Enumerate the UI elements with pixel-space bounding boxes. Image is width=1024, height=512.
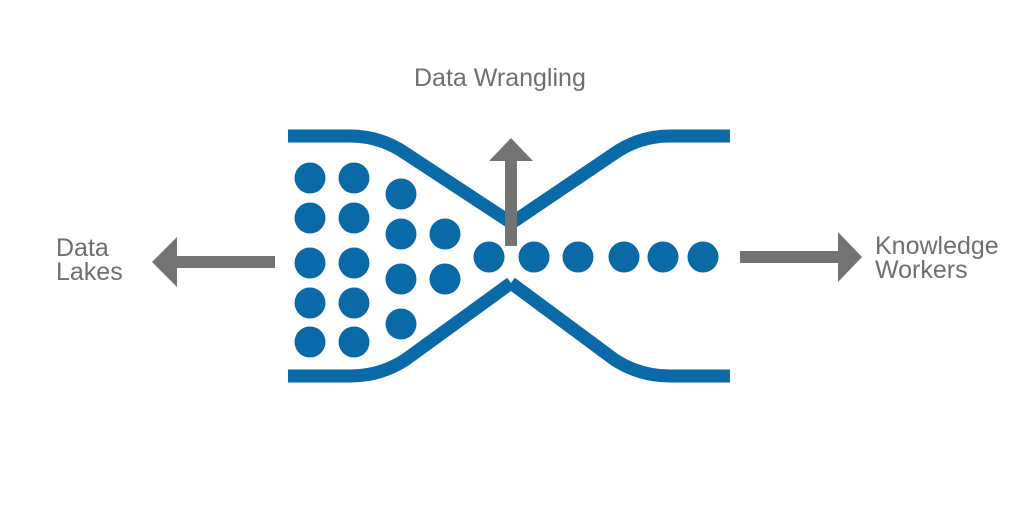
pipe-top-right bbox=[509, 129, 730, 228]
arrow-left-icon bbox=[152, 237, 275, 287]
stream-dot bbox=[562, 241, 594, 273]
data-dot bbox=[338, 287, 370, 319]
data-dot bbox=[338, 202, 370, 234]
label-data-wrangling: Data Wrangling bbox=[414, 64, 586, 92]
arrows bbox=[152, 138, 862, 287]
data-dot bbox=[385, 308, 417, 340]
data-dot bbox=[294, 287, 326, 319]
pipe-bottom-left bbox=[288, 277, 515, 383]
data-dot bbox=[294, 162, 326, 194]
data-dot bbox=[385, 178, 417, 210]
arrow-right-icon bbox=[740, 232, 862, 282]
data-dot bbox=[338, 247, 370, 279]
label-data-lakes: Data Lakes bbox=[56, 234, 123, 286]
data-dot bbox=[338, 162, 370, 194]
stream-dot bbox=[687, 241, 719, 273]
data-dot bbox=[294, 247, 326, 279]
pipe-bottom-right bbox=[507, 277, 730, 383]
data-dot bbox=[294, 202, 326, 234]
label-knowledge-workers: Knowledge Workers bbox=[875, 232, 999, 284]
pipe-top-left bbox=[288, 129, 514, 228]
data-dot bbox=[385, 218, 417, 250]
bottleneck-pipe bbox=[288, 129, 730, 383]
data-dots bbox=[294, 162, 719, 358]
data-dot bbox=[294, 326, 326, 358]
stream-dot bbox=[647, 241, 679, 273]
stream-dot bbox=[518, 241, 550, 273]
data-dot bbox=[338, 326, 370, 358]
stream-dot bbox=[473, 241, 505, 273]
data-dot bbox=[429, 263, 461, 295]
data-dot bbox=[385, 263, 417, 295]
data-dot bbox=[429, 218, 461, 250]
stream-dot bbox=[608, 241, 640, 273]
arrow-up-icon bbox=[489, 138, 533, 246]
